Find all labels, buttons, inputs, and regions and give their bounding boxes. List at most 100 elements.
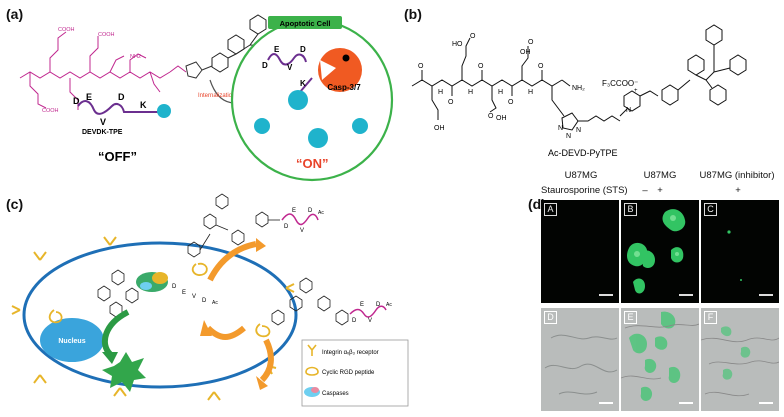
orange-arrow-1	[205, 325, 246, 340]
svg-text:O: O	[418, 63, 424, 70]
panel-c-diagram: Nucleus D E V D Ac D E V D Ac	[11, 193, 409, 407]
svg-text:N: N	[566, 133, 571, 140]
tile-tag-b: B	[624, 203, 637, 216]
svg-text:O: O	[528, 39, 534, 46]
legend-integrin: Integrin αᵥβ₃ receptor	[322, 350, 379, 356]
svg-text:COOH: COOH	[58, 27, 75, 33]
svg-text:H: H	[528, 89, 533, 96]
svg-text:OH: OH	[520, 49, 531, 56]
svg-text:V: V	[368, 318, 372, 324]
svg-text:N: N	[626, 107, 631, 114]
cell-title: Apoptotic Cell	[280, 19, 331, 28]
panel-label-b: (b)	[404, 6, 422, 22]
svg-text:Ac: Ac	[212, 300, 218, 306]
off-label: “OFF”	[98, 149, 137, 164]
on-label: “ON”	[296, 156, 329, 171]
svg-text:OH: OH	[496, 115, 507, 122]
compound-name: Ac-DEVD-PyTPE	[548, 148, 618, 158]
letter-e: E	[86, 92, 92, 102]
panel-b-structure: O O O O O O O O OH HO OH OH NH₂ H H H H …	[411, 24, 747, 158]
tile-tag-c: C	[704, 203, 717, 216]
enzyme-label: Casp-3/7	[327, 83, 361, 92]
svg-text:O: O	[508, 99, 514, 106]
svg-text:OH: OH	[434, 125, 445, 132]
svg-text:E: E	[292, 208, 296, 214]
micrograph-c: C	[701, 200, 779, 303]
pyridinium-charge: +	[634, 88, 638, 94]
svg-text:D: D	[202, 298, 207, 304]
sts-sign-1: –	[642, 185, 648, 196]
caspase-enzyme	[318, 48, 362, 92]
letter-v: V	[100, 117, 106, 127]
micrograph-grid: A B C D	[541, 200, 780, 415]
svg-text:O: O	[448, 99, 454, 106]
cell-title-box	[268, 16, 342, 29]
micrograph-d: D	[541, 308, 619, 411]
legend-box	[301, 339, 409, 407]
tile-tag-e: E	[624, 311, 637, 324]
svg-text:H: H	[468, 89, 473, 96]
nucleus-label: Nucleus	[58, 338, 85, 345]
caspase-blob	[136, 272, 168, 292]
orange-arrow-2	[259, 338, 274, 383]
counterion-label: F₃CCOO⁻	[602, 79, 638, 88]
svg-text:HO: HO	[452, 41, 463, 48]
internalization-label: Internalization	[198, 93, 235, 99]
svg-text:E: E	[182, 290, 186, 296]
orange-arrow-3	[207, 241, 257, 282]
peptide-structure-a	[19, 31, 171, 110]
micrograph-f: F	[701, 308, 779, 411]
svg-text:N: N	[558, 125, 563, 132]
col-head-2: U87MG	[643, 170, 677, 181]
svg-text:V: V	[300, 228, 304, 234]
svg-text:D: D	[352, 318, 357, 324]
svg-text:D: D	[308, 208, 313, 214]
svg-text:N: N	[576, 127, 581, 134]
sts-label: Staurosporine (STS)	[541, 185, 628, 196]
integrin-receptors	[11, 236, 295, 401]
svg-text:D: D	[172, 284, 177, 290]
probe-devdk-tpe	[77, 100, 171, 118]
letter-d1: D	[73, 96, 80, 106]
sts-sign-3: +	[735, 185, 741, 196]
col-head-3: U87MG (inhibitor)	[699, 170, 775, 181]
svg-text:V: V	[192, 294, 196, 300]
svg-text:K: K	[300, 79, 306, 88]
nucleus	[40, 318, 104, 362]
legend-rgd: Cyclic RGD peptide	[322, 370, 375, 376]
cell-membrane	[22, 241, 298, 389]
svg-text:COOH: COOH	[98, 32, 115, 38]
svg-text:Ac: Ac	[318, 210, 324, 216]
micrograph-b: B	[621, 200, 699, 303]
tile-tag-f: F	[704, 311, 717, 324]
svg-text:NH₂: NH₂	[572, 85, 585, 92]
micrograph-e: E	[621, 308, 699, 411]
micrograph-a: A	[541, 200, 619, 303]
svg-text:COOH: COOH	[42, 108, 59, 114]
panel-label-a: (a)	[6, 6, 24, 22]
svg-text:D: D	[376, 302, 381, 308]
svg-text:E: E	[274, 45, 280, 54]
legend-caspases: Caspases	[322, 391, 349, 397]
panel-a-diagram: COOH COOH COOH NH2 Internalization D E V…	[19, 14, 394, 182]
svg-text:H: H	[438, 89, 443, 96]
svg-text:D: D	[300, 45, 306, 54]
letter-d2: D	[118, 92, 125, 102]
svg-text:D: D	[262, 61, 268, 70]
svg-text:O: O	[478, 63, 484, 70]
integrin-legend-icon	[307, 344, 317, 356]
tile-tag-d: D	[544, 311, 557, 324]
svg-text:Ac: Ac	[386, 302, 392, 308]
svg-text:E: E	[360, 302, 364, 308]
letter-k: K	[140, 100, 147, 110]
sts-sign-2: +	[657, 185, 663, 196]
tile-tag-a: A	[544, 203, 557, 216]
svg-text:O: O	[538, 63, 544, 70]
svg-text:O: O	[488, 113, 494, 120]
scale-bar	[599, 294, 613, 296]
svg-text:O: O	[470, 33, 476, 40]
rgd-legend-icon	[305, 366, 319, 376]
svg-text:V: V	[287, 63, 293, 72]
panel-label-c: (c)	[6, 196, 24, 212]
fluorescent-aggregates	[254, 90, 368, 148]
